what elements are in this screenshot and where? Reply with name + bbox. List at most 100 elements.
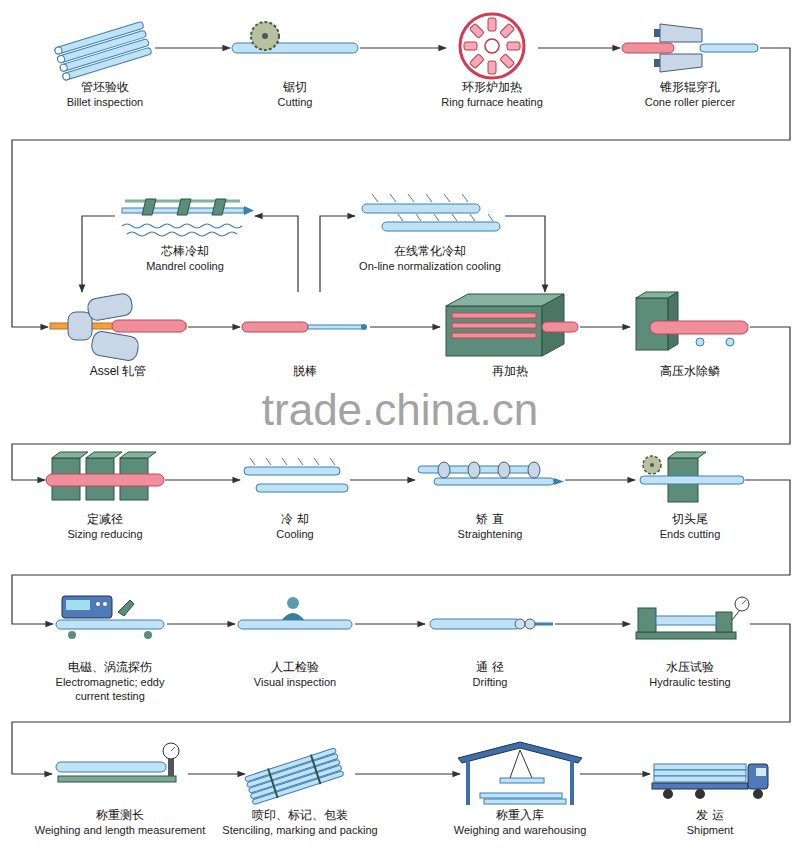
flow-arrow xyxy=(12,480,790,624)
process-step: 切头尾Ends cutting xyxy=(635,450,745,510)
step-name-english: Mandrel cooling xyxy=(146,259,224,273)
assel-mill xyxy=(50,292,186,361)
stand-top xyxy=(86,452,122,458)
process-step: 称重测长Weighing and length measurement xyxy=(52,742,188,806)
roll xyxy=(86,292,133,321)
step-caption: Assel 轧管 xyxy=(90,363,147,379)
billet-end xyxy=(62,72,71,81)
flow-arrow xyxy=(155,47,230,48)
mandrel-extraction xyxy=(242,322,367,332)
mandrel-tip xyxy=(361,324,367,330)
flow-arrow xyxy=(167,623,235,624)
step-name: 喷印、标记、包装 xyxy=(252,807,348,823)
step-caption: 环形炉加热Ring furnace heating xyxy=(441,79,543,109)
flow-arrow xyxy=(82,216,115,292)
sling xyxy=(510,750,520,778)
billet xyxy=(54,21,144,55)
wheel xyxy=(696,338,704,346)
straightener xyxy=(418,462,564,485)
billet-end xyxy=(54,46,63,55)
pipe-bundle xyxy=(244,747,344,806)
hot-billet xyxy=(622,43,674,53)
step-name: 人工检验 xyxy=(271,659,319,675)
truck xyxy=(652,764,768,799)
cone-roll xyxy=(660,54,702,72)
flow-arrow xyxy=(580,326,630,327)
normalization-cooling xyxy=(362,194,500,231)
step-caption: 喷印、标记、包装Stenciling, marking and packing xyxy=(222,807,377,837)
step-name-english: Weighing and warehousing xyxy=(454,823,587,837)
process-step: 称重入库Weighing and warehousing xyxy=(460,742,580,806)
hot-tube xyxy=(112,320,186,332)
cutter-top xyxy=(668,452,706,458)
process-step: 发 运Shipment xyxy=(650,742,770,806)
knob xyxy=(96,602,100,606)
process-step: 脱棒 xyxy=(240,292,370,362)
step-name: 定减径 xyxy=(87,511,123,527)
furnace-ring xyxy=(460,14,524,78)
roller xyxy=(438,462,450,478)
roll-shaft xyxy=(654,29,660,37)
pipe xyxy=(434,478,554,485)
step-name-english: Weighing and length measurement xyxy=(35,823,205,837)
step-name-english: Billet inspection xyxy=(67,95,143,109)
step-name: 矫 直 xyxy=(476,511,503,527)
furnace-billets xyxy=(464,18,520,74)
sling xyxy=(520,750,532,778)
process-step: 芯棒冷却Mandrel cooling xyxy=(115,190,255,242)
step-name-english: Stenciling, marking and packing xyxy=(222,823,377,837)
reheating-furnace xyxy=(446,294,578,356)
water xyxy=(122,224,242,228)
step-name-english: Visual inspection xyxy=(254,675,336,689)
hot-billet xyxy=(469,54,484,69)
step-caption: 人工检验Visual inspection xyxy=(254,659,336,689)
pipe xyxy=(430,619,520,629)
wheel xyxy=(695,789,705,799)
step-caption: 电磁、涡流探伤Electromagnetic; eddy current tes… xyxy=(55,659,165,703)
hot-tube xyxy=(242,322,308,332)
holder xyxy=(142,199,156,215)
hot-billet xyxy=(464,42,477,50)
cooling-bed xyxy=(244,458,348,492)
step-caption: 通 径Drifting xyxy=(473,659,508,689)
flow-arrow xyxy=(12,624,790,774)
flow-arrow xyxy=(565,479,635,480)
pipe xyxy=(245,748,337,782)
hot-tube xyxy=(542,322,578,332)
scale-dial xyxy=(163,743,179,759)
step-name: 脱棒 xyxy=(293,363,317,379)
gauge-stem xyxy=(732,610,740,620)
ring-furnace xyxy=(460,14,524,78)
step-name: 通 径 xyxy=(476,659,503,675)
step-name-english: Cutting xyxy=(278,95,313,109)
process-step: 在线常化冷却On-line normalization cooling xyxy=(355,190,505,242)
hot-billet xyxy=(500,23,515,38)
pipe xyxy=(654,776,746,782)
warehouse xyxy=(458,742,582,805)
roll xyxy=(90,330,139,362)
process-step: 定减径Sizing reducing xyxy=(45,450,165,510)
process-step: 水压试验Hydraulic testing xyxy=(630,590,750,658)
flow-arrow xyxy=(188,326,240,327)
pipe xyxy=(362,204,480,213)
inspector xyxy=(238,597,352,629)
mandrel-tip xyxy=(244,206,254,215)
gauge-needle xyxy=(742,600,746,604)
hot-tube xyxy=(452,323,536,328)
flow-arrow xyxy=(355,623,425,624)
screen xyxy=(66,600,90,610)
watermark-row: trade.china.cn xyxy=(0,388,800,432)
flow-arrow xyxy=(255,216,298,292)
step-name: Assel 轧管 xyxy=(90,363,147,379)
knob xyxy=(103,602,107,606)
post xyxy=(570,761,574,805)
process-step: 锯切Cutting xyxy=(230,18,360,78)
pipe-tip xyxy=(554,478,564,485)
flow-arrow xyxy=(538,47,620,48)
step-caption: 发 运Shipment xyxy=(687,807,733,837)
step-name-english: Straightening xyxy=(458,527,523,541)
step-name: 芯棒冷却 xyxy=(161,243,209,259)
post xyxy=(466,761,470,805)
holder xyxy=(212,199,226,215)
end-cutter xyxy=(640,452,744,502)
